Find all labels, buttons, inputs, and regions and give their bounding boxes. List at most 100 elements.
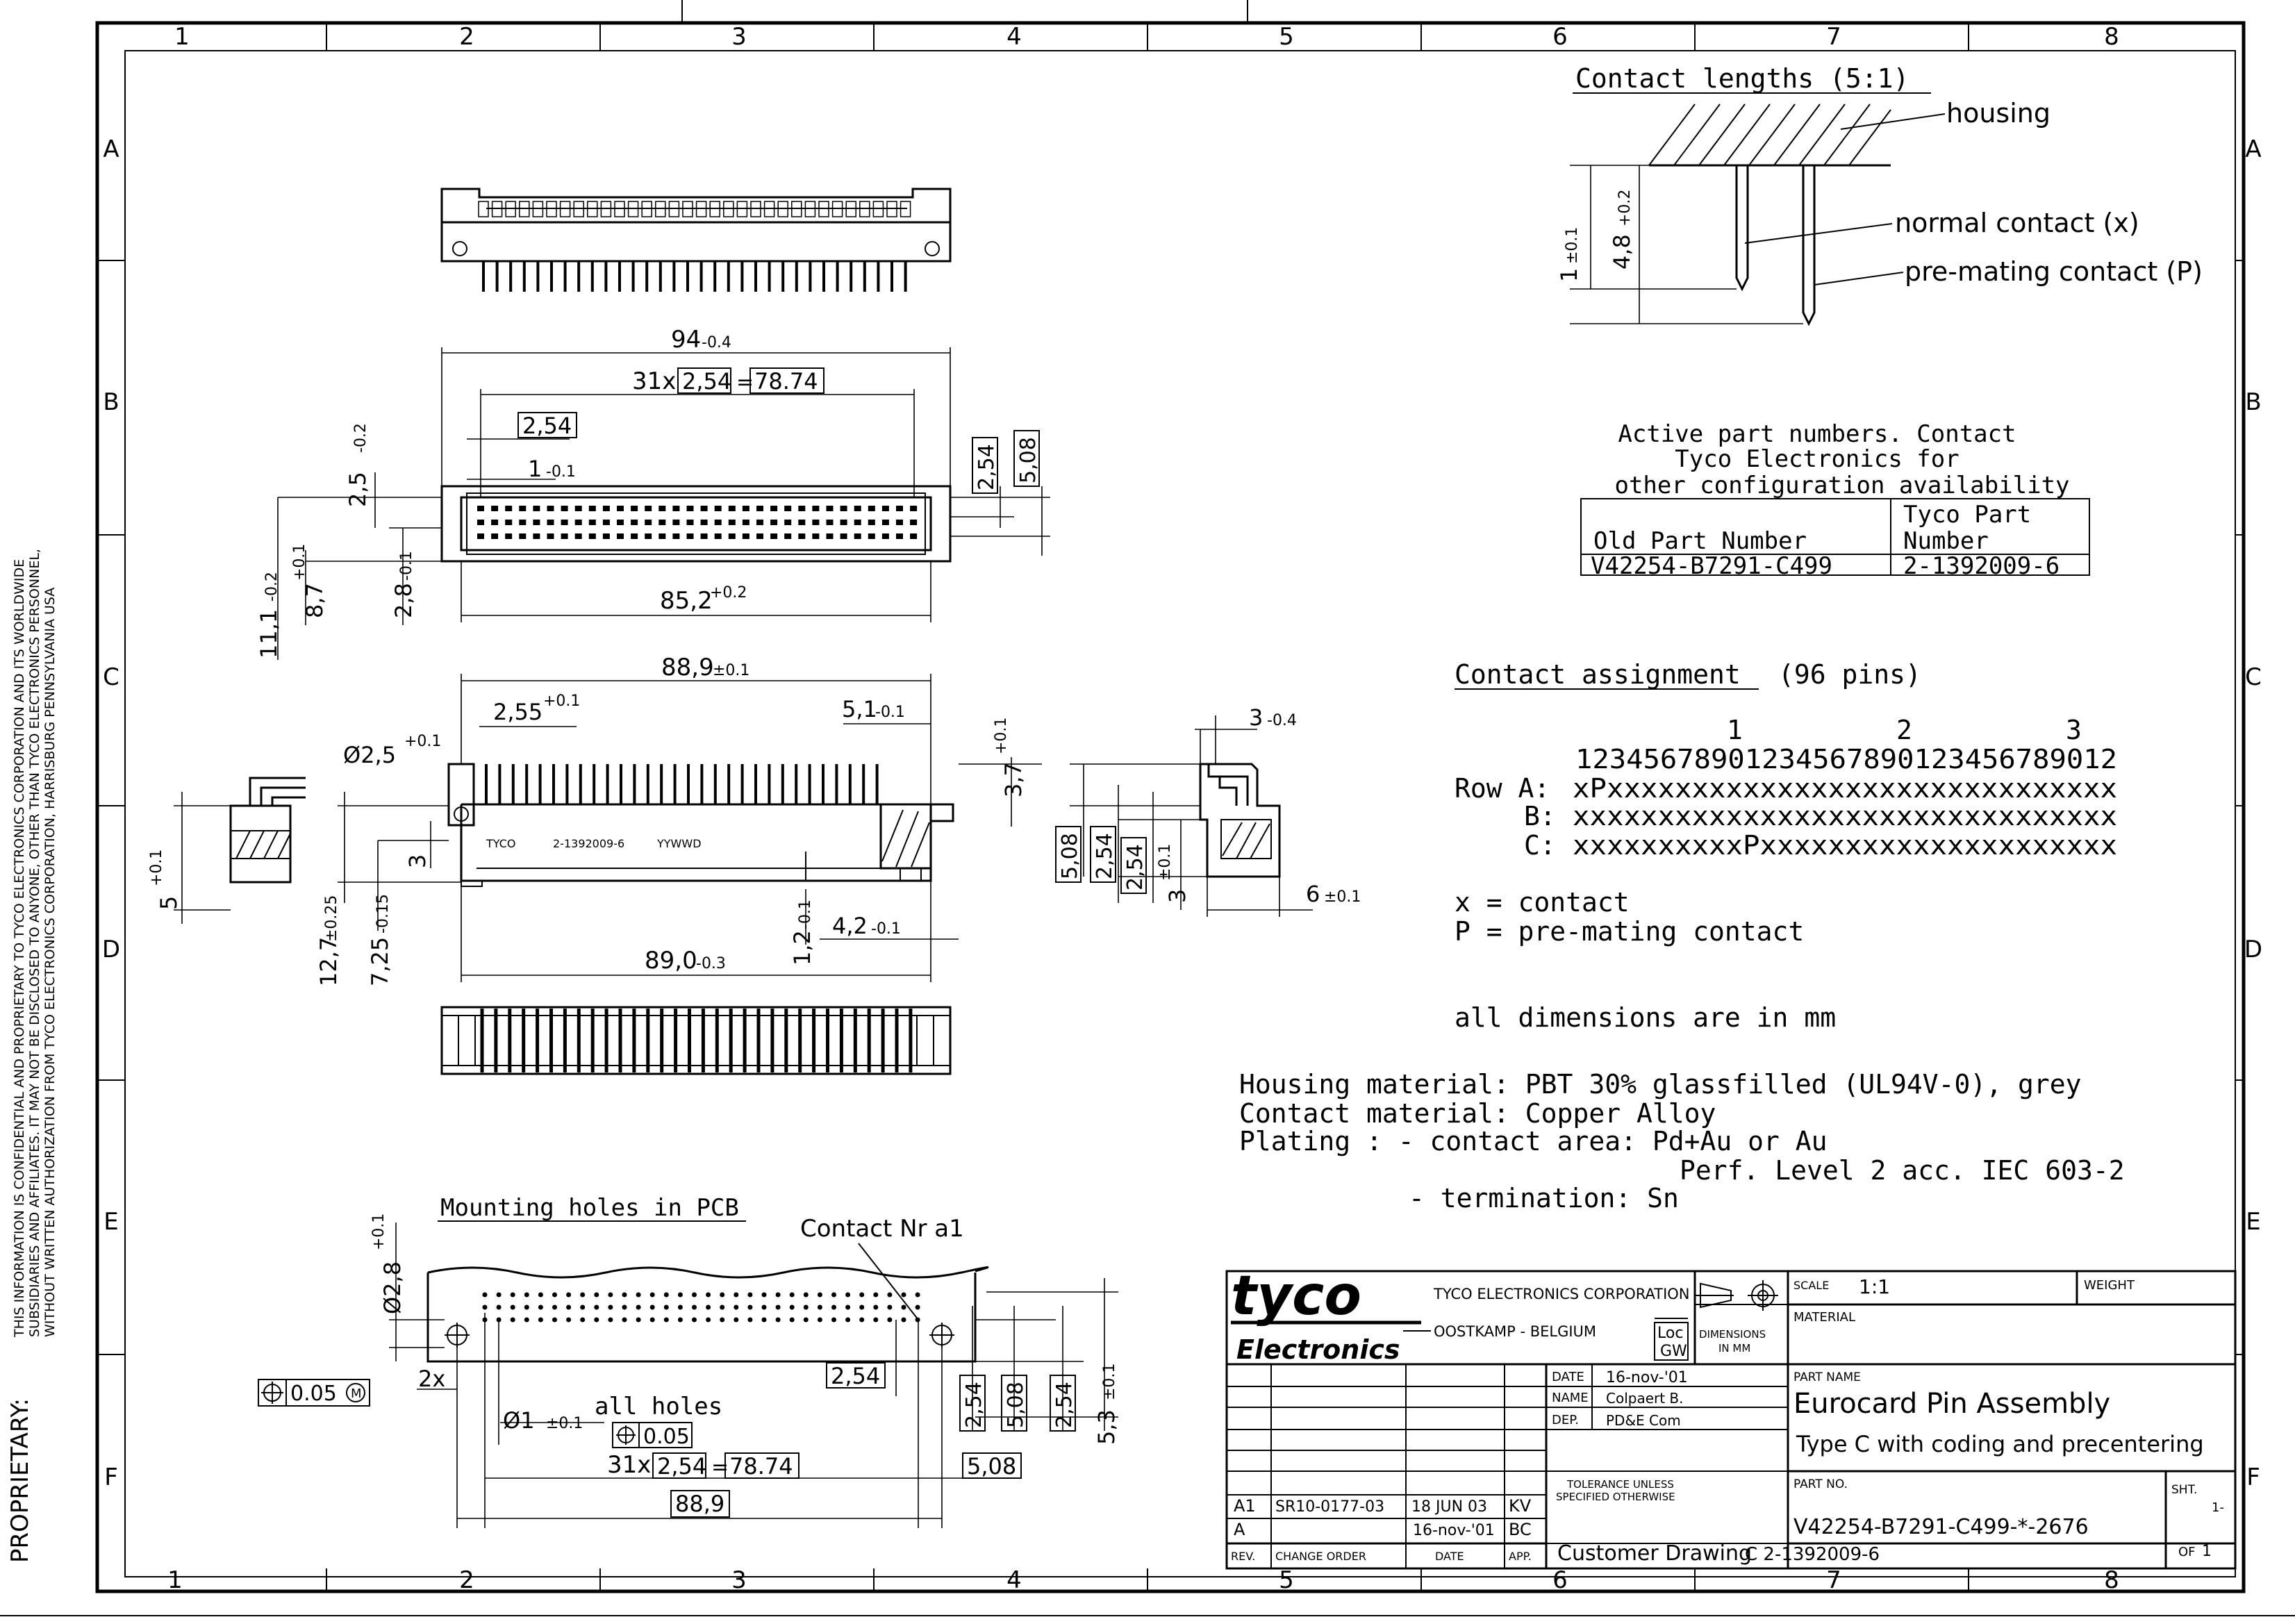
assignment-pins: (96 pins) <box>1778 659 1921 690</box>
dim-3: 3 <box>404 854 431 868</box>
col-label-1: 1 <box>174 23 190 51</box>
plating-line-2: Perf. Level 2 acc. IEC 603-2 <box>1680 1155 2125 1186</box>
plan-pin <box>561 506 568 511</box>
right-side-section: 3 -0.4 5,08 2,54 2,54 3 ±0.1 6 ±0.1 <box>1055 704 1361 917</box>
plan-pin <box>533 520 540 525</box>
legend-contact: x = contact <box>1455 887 1630 918</box>
plan-pin <box>881 520 889 525</box>
top-cell <box>831 201 843 217</box>
plan-pin <box>588 520 596 525</box>
plan-pin-grid <box>477 506 918 539</box>
side-dim-3b-tol: ±0.1 <box>1157 844 1174 881</box>
pcb-hole <box>761 1317 767 1323</box>
plan-pin <box>910 533 918 539</box>
top-cell <box>559 201 571 217</box>
plan-pin <box>770 506 778 511</box>
premating-contact-label: pre-mating contact (P) <box>1905 256 2203 287</box>
dim-2-54-boxed: 2,54 <box>682 368 731 395</box>
pcb-hole <box>663 1317 669 1323</box>
row-a-label: Row A: <box>1455 773 1550 804</box>
plan-pin <box>547 520 554 525</box>
bottom-view <box>440 1006 952 1075</box>
top-cell <box>546 201 557 217</box>
pcb-hole <box>636 1304 641 1310</box>
pcb-tolerance-value: 0.05 <box>290 1382 337 1406</box>
pcb-v-dim-5-3-tol: ±0.1 <box>1101 1364 1118 1400</box>
plan-pin <box>588 533 596 539</box>
top-cell <box>587 201 598 217</box>
plan-pin <box>561 520 568 525</box>
plan-pin <box>728 520 736 525</box>
side-dim-6-tol: ±0.1 <box>1324 888 1361 906</box>
projection-symbol-icon <box>1695 1280 1778 1311</box>
pcb-hole <box>901 1317 906 1323</box>
pcb-hole <box>649 1292 655 1298</box>
pcb-hole <box>482 1292 488 1298</box>
pcb-hole <box>706 1292 711 1298</box>
weight-label: WEIGHT <box>2084 1278 2135 1293</box>
dim-89-0-tol: -0.3 <box>696 955 726 972</box>
pcb-hole <box>677 1304 683 1310</box>
col-label-7b: 7 <box>1826 1566 1841 1594</box>
pcb-hole <box>775 1292 781 1298</box>
side-dim-2-54-a: 2,54 <box>1093 833 1117 879</box>
pin-digits: 12345678901234567890123456789012 <box>1575 744 2117 774</box>
approver-2: BC <box>1509 1520 1532 1539</box>
pcb-hole <box>538 1317 543 1323</box>
plan-pin <box>645 533 652 539</box>
notice-line-1: THIS INFORMATION IS CONFIDENTIAL AND PRO… <box>12 559 27 1338</box>
col-label-3: 3 <box>731 23 747 51</box>
tens-2: 2 <box>1896 715 1912 745</box>
pcb-hole <box>580 1317 586 1323</box>
top-cell <box>532 201 544 217</box>
part-numbers-section: Active part numbers. Contact Tyco Electr… <box>1580 420 2090 580</box>
top-cell <box>682 201 693 217</box>
pcb-hole <box>692 1304 697 1310</box>
pcb-dim-equals: = <box>711 1455 729 1480</box>
plan-pin <box>477 506 484 511</box>
loc-label: Loc <box>1657 1325 1683 1342</box>
pcb-hole <box>887 1292 893 1298</box>
pcb-hole <box>734 1304 739 1310</box>
plan-pin <box>631 533 638 539</box>
plan-pin <box>798 506 806 511</box>
plan-pin <box>519 506 527 511</box>
row-label-d-right: D <box>2244 936 2262 963</box>
contact-lengths-detail: Contact lengths (5:1) housing normal con… <box>1556 63 2203 326</box>
plan-pin <box>854 506 861 511</box>
top-cell <box>573 201 584 217</box>
dim-2-54-pitch: 2,54 <box>522 413 572 439</box>
plan-pin <box>574 533 582 539</box>
top-pins <box>482 261 907 292</box>
pcb-hole <box>649 1317 655 1323</box>
part-heading-2: Tyco Electronics for <box>1675 445 1959 473</box>
rev-date-2: 16-nov-'01 <box>1413 1522 1495 1539</box>
plan-pin <box>742 533 749 539</box>
top-cell <box>804 201 816 217</box>
dim-7-25-tol: -0.15 <box>374 894 392 934</box>
pcb-hole <box>524 1317 529 1323</box>
plan-pin <box>826 520 834 525</box>
pcb-hole <box>859 1304 865 1310</box>
marking-tyco: TYCO <box>486 837 515 850</box>
plan-pin <box>896 533 903 539</box>
notice-line-2: SUBSIDIARIES AND AFFILIATES. IT MAY NOT … <box>27 549 42 1337</box>
pcb-hole <box>831 1317 836 1323</box>
dim-1-2-tol: -0.1 <box>797 900 814 929</box>
pcb-hole <box>845 1292 851 1298</box>
company-name: TYCO ELECTRONICS CORPORATION <box>1433 1286 1690 1302</box>
row-a-values: xPxxxxxxxxxxxxxxxxxxxxxxxxxxxxxx <box>1573 773 2117 804</box>
rev-1: A1 <box>1234 1496 1256 1516</box>
plan-pin <box>826 533 834 539</box>
pcb-hole <box>706 1317 711 1323</box>
top-cell <box>723 201 734 217</box>
date-value: 16-nov-'01 <box>1606 1369 1688 1386</box>
col-label-6b: 6 <box>1552 1566 1568 1594</box>
plan-pin <box>700 520 708 525</box>
pcb-dim-phi-1: Ø1 <box>503 1407 535 1434</box>
plan-pin <box>868 520 875 525</box>
plan-pin <box>756 533 763 539</box>
pcb-hole <box>636 1317 641 1323</box>
pcb-hole <box>510 1304 515 1310</box>
row-label-d: D <box>102 936 120 963</box>
